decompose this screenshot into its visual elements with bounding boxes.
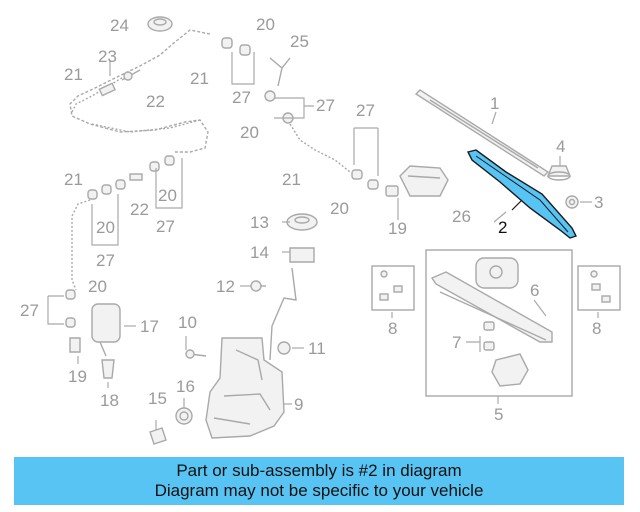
callout-12: 12 — [216, 277, 235, 296]
callout-22: 22 — [146, 92, 165, 111]
callout-1: 1 — [490, 94, 499, 113]
callout-16: 16 — [176, 377, 195, 396]
wiper-blade-1 — [414, 89, 550, 177]
filler-cap-13 — [286, 213, 318, 231]
bracket-8-right — [577, 265, 621, 311]
callout-21: 21 — [64, 170, 83, 189]
callout-20: 20 — [330, 199, 349, 218]
screw-12 — [250, 280, 266, 292]
callout-19: 19 — [68, 367, 87, 386]
connector-22 — [98, 82, 116, 97]
callout-4: 4 — [556, 137, 565, 156]
callout-8: 8 — [388, 319, 397, 338]
washer-nozzle-26 — [399, 165, 449, 197]
washer-pump-17 — [91, 303, 136, 357]
caption-line-1: Part or sub-assembly is #2 in diagram — [176, 461, 462, 480]
callout-3: 3 — [594, 193, 603, 212]
callout-22: 22 — [130, 200, 149, 219]
y-connector-25 — [269, 57, 291, 87]
callout-10: 10 — [178, 313, 197, 332]
clip-20-top — [221, 37, 251, 56]
callout-7: 7 — [452, 333, 461, 352]
callout-23: 23 — [98, 47, 117, 66]
callout-brackets — [47, 52, 481, 352]
callout-19: 19 — [388, 219, 407, 238]
wiper-arm-2-highlighted — [466, 149, 577, 239]
bracket-8-left — [371, 265, 415, 311]
grommet-11 — [277, 341, 304, 355]
washer-hose-upper — [69, 29, 211, 153]
grommet-24 — [147, 16, 173, 32]
callout-8: 8 — [592, 319, 601, 338]
callout-20: 20 — [158, 186, 177, 205]
grommet-18 — [101, 359, 115, 379]
washer-hose-left — [71, 199, 91, 291]
caption-banner: Part or sub-assembly is #2 in diagram Di… — [14, 457, 624, 505]
callout-27: 27 — [96, 251, 115, 270]
callout-21: 21 — [190, 69, 209, 88]
callout-20: 20 — [240, 123, 259, 142]
callout-26: 26 — [452, 207, 471, 226]
callout-9: 9 — [294, 395, 303, 414]
callout-11: 11 — [308, 339, 326, 358]
grommet-16 — [175, 407, 193, 425]
callout-20: 20 — [88, 277, 107, 296]
callout-27: 27 — [356, 101, 375, 120]
callout-6: 6 — [530, 281, 539, 300]
callout-27: 27 — [316, 96, 335, 115]
callout-14: 14 — [250, 243, 269, 262]
callout-5: 5 — [494, 405, 503, 424]
check-valve-23 — [121, 69, 141, 81]
callout-labels: 24 20 25 23 21 22 21 27 27 20 1 27 4 21 … — [20, 15, 603, 424]
callout-27: 27 — [232, 88, 251, 107]
washer-reservoir-9 — [205, 337, 292, 439]
sensor-15 — [149, 427, 167, 445]
parts-diagram: 24 20 25 23 21 22 21 27 27 20 1 27 4 21 … — [20, 15, 621, 445]
callout-20: 20 — [256, 15, 275, 34]
callout-17: 17 — [140, 317, 159, 336]
callout-13: 13 — [250, 213, 269, 232]
callout-27: 27 — [156, 217, 175, 236]
callout-27: 27 — [20, 301, 39, 320]
clips-left-group — [65, 155, 175, 328]
caption-line-2: Diagram may not be specific to your vehi… — [154, 481, 484, 500]
callout-2: 2 — [498, 218, 507, 237]
nut-3 — [565, 195, 592, 209]
filler-neck-14 — [269, 247, 315, 361]
leader-lines — [77, 60, 599, 430]
connector-19-bottom — [69, 337, 81, 353]
cap-4 — [546, 165, 572, 181]
linkage-box-5 — [425, 249, 573, 397]
callout-21: 21 — [64, 65, 83, 84]
callout-21: 21 — [282, 170, 301, 189]
screw-10 — [185, 349, 207, 359]
callout-15: 15 — [148, 389, 167, 408]
washer-hose-middle — [289, 123, 351, 173]
callout-25: 25 — [290, 32, 309, 51]
callout-20: 20 — [96, 218, 115, 237]
connector-19-top — [385, 185, 399, 197]
callout-24: 24 — [110, 16, 129, 35]
callout-18: 18 — [100, 391, 119, 410]
